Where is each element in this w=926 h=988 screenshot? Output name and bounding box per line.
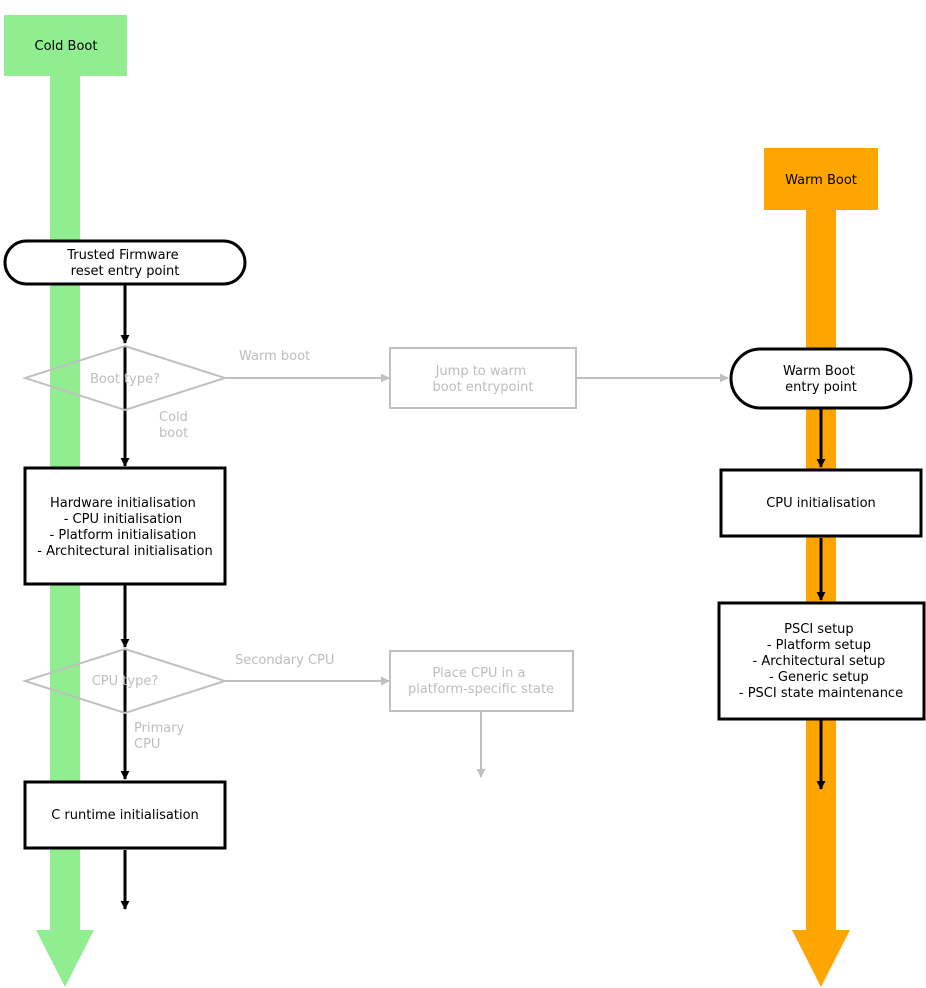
psci-setup-state-maintenance: - PSCI state maintenance xyxy=(739,686,903,701)
warm-boot-entry-node: Warm Boot entry point xyxy=(729,347,913,410)
c-runtime-init-node: C runtime initialisation xyxy=(23,780,227,850)
warm-boot-branch-label: Warm boot xyxy=(239,349,310,364)
jump-to-warm-boot-line-2: boot entrypoint xyxy=(433,380,534,395)
svg-text:Hardware initialisation: Hardware initialisation - CPU initialisa… xyxy=(37,496,212,559)
psci-setup-node: PSCI setup - Platform setup - Architectu… xyxy=(717,601,926,721)
trusted-firmware-entry-line-1: Trusted Firmware xyxy=(66,248,178,263)
trusted-firmware-entry-line-2: reset entry point xyxy=(71,264,180,279)
svg-text:Warm Boot entry point: Warm Boot entry point xyxy=(783,364,859,395)
cold-boot-header-label: Cold Boot xyxy=(35,39,98,54)
place-cpu-node: Place CPU in a platform-specific state xyxy=(389,650,574,778)
psci-setup-architectural: - Architectural setup xyxy=(753,654,886,669)
jump-to-warm-boot-line-1: Jump to warm xyxy=(435,364,527,379)
warm-boot-track-arrowhead xyxy=(792,930,850,987)
cpu-type-decision: CPU type? Secondary CPU Primary CPU xyxy=(21,647,390,752)
warm-boot-entry-line-2: entry point xyxy=(785,380,857,395)
warm-boot-entry-line-1: Warm Boot xyxy=(783,364,855,379)
warm-boot-header-box xyxy=(764,148,878,210)
psci-setup-platform: - Platform setup xyxy=(767,638,871,653)
hardware-init-architectural: - Architectural initialisation xyxy=(37,544,212,559)
hardware-init-platform: - Platform initialisation xyxy=(50,528,197,543)
svg-text:Primary CPU: Primary CPU xyxy=(134,721,188,752)
warm-cpu-init-label: CPU initialisation xyxy=(766,496,876,511)
secondary-cpu-branch-label: Secondary CPU xyxy=(235,653,334,668)
psci-setup-title: PSCI setup xyxy=(784,622,854,637)
cpu-type-decision-label: CPU type? xyxy=(92,674,159,689)
boot-type-decision: Boot type? Warm boot Cold boot xyxy=(21,344,390,441)
primary-cpu-branch-label-line-1: Primary xyxy=(134,721,185,736)
boot-type-decision-label: Boot type? xyxy=(90,372,160,387)
svg-text:Jump to warm boot entryp: Jump to warm boot entrypoint xyxy=(433,364,534,395)
svg-text:PSCI setup - Platform se: PSCI setup - Platform setup - Architectu… xyxy=(739,622,903,701)
cold-boot-track-arrowhead xyxy=(36,930,94,987)
jump-to-warm-boot-node: Jump to warm boot entrypoint xyxy=(389,347,729,409)
warm-cpu-init-node: CPU initialisation xyxy=(719,468,923,538)
warm-boot-header-label: Warm Boot xyxy=(785,173,857,188)
svg-text:Trusted Firmware reset e: Trusted Firmware reset entry point xyxy=(66,248,183,279)
hardware-init-title: Hardware initialisation xyxy=(50,496,196,511)
place-cpu-line-2: platform-specific state xyxy=(408,682,554,697)
svg-text:Cold boot: Cold boot xyxy=(159,410,192,441)
hardware-initialisation-node: Hardware initialisation - CPU initialisa… xyxy=(23,466,227,586)
c-runtime-init-label: C runtime initialisation xyxy=(51,808,199,823)
cold-boot-header-box xyxy=(4,15,127,76)
primary-cpu-branch-label-line-2: CPU xyxy=(134,737,160,752)
psci-setup-generic: - Generic setup xyxy=(769,670,869,685)
cold-boot-branch-label-line-1: Cold xyxy=(159,410,188,425)
cold-boot-branch-label-line-2: boot xyxy=(159,426,188,441)
trusted-firmware-entry-node: Trusted Firmware reset entry point xyxy=(3,239,247,286)
hardware-init-cpu: - CPU initialisation xyxy=(64,512,182,527)
place-cpu-line-1: Place CPU in a xyxy=(432,666,525,681)
svg-text:Place CPU in a platform-: Place CPU in a platform-specific state xyxy=(408,666,554,697)
